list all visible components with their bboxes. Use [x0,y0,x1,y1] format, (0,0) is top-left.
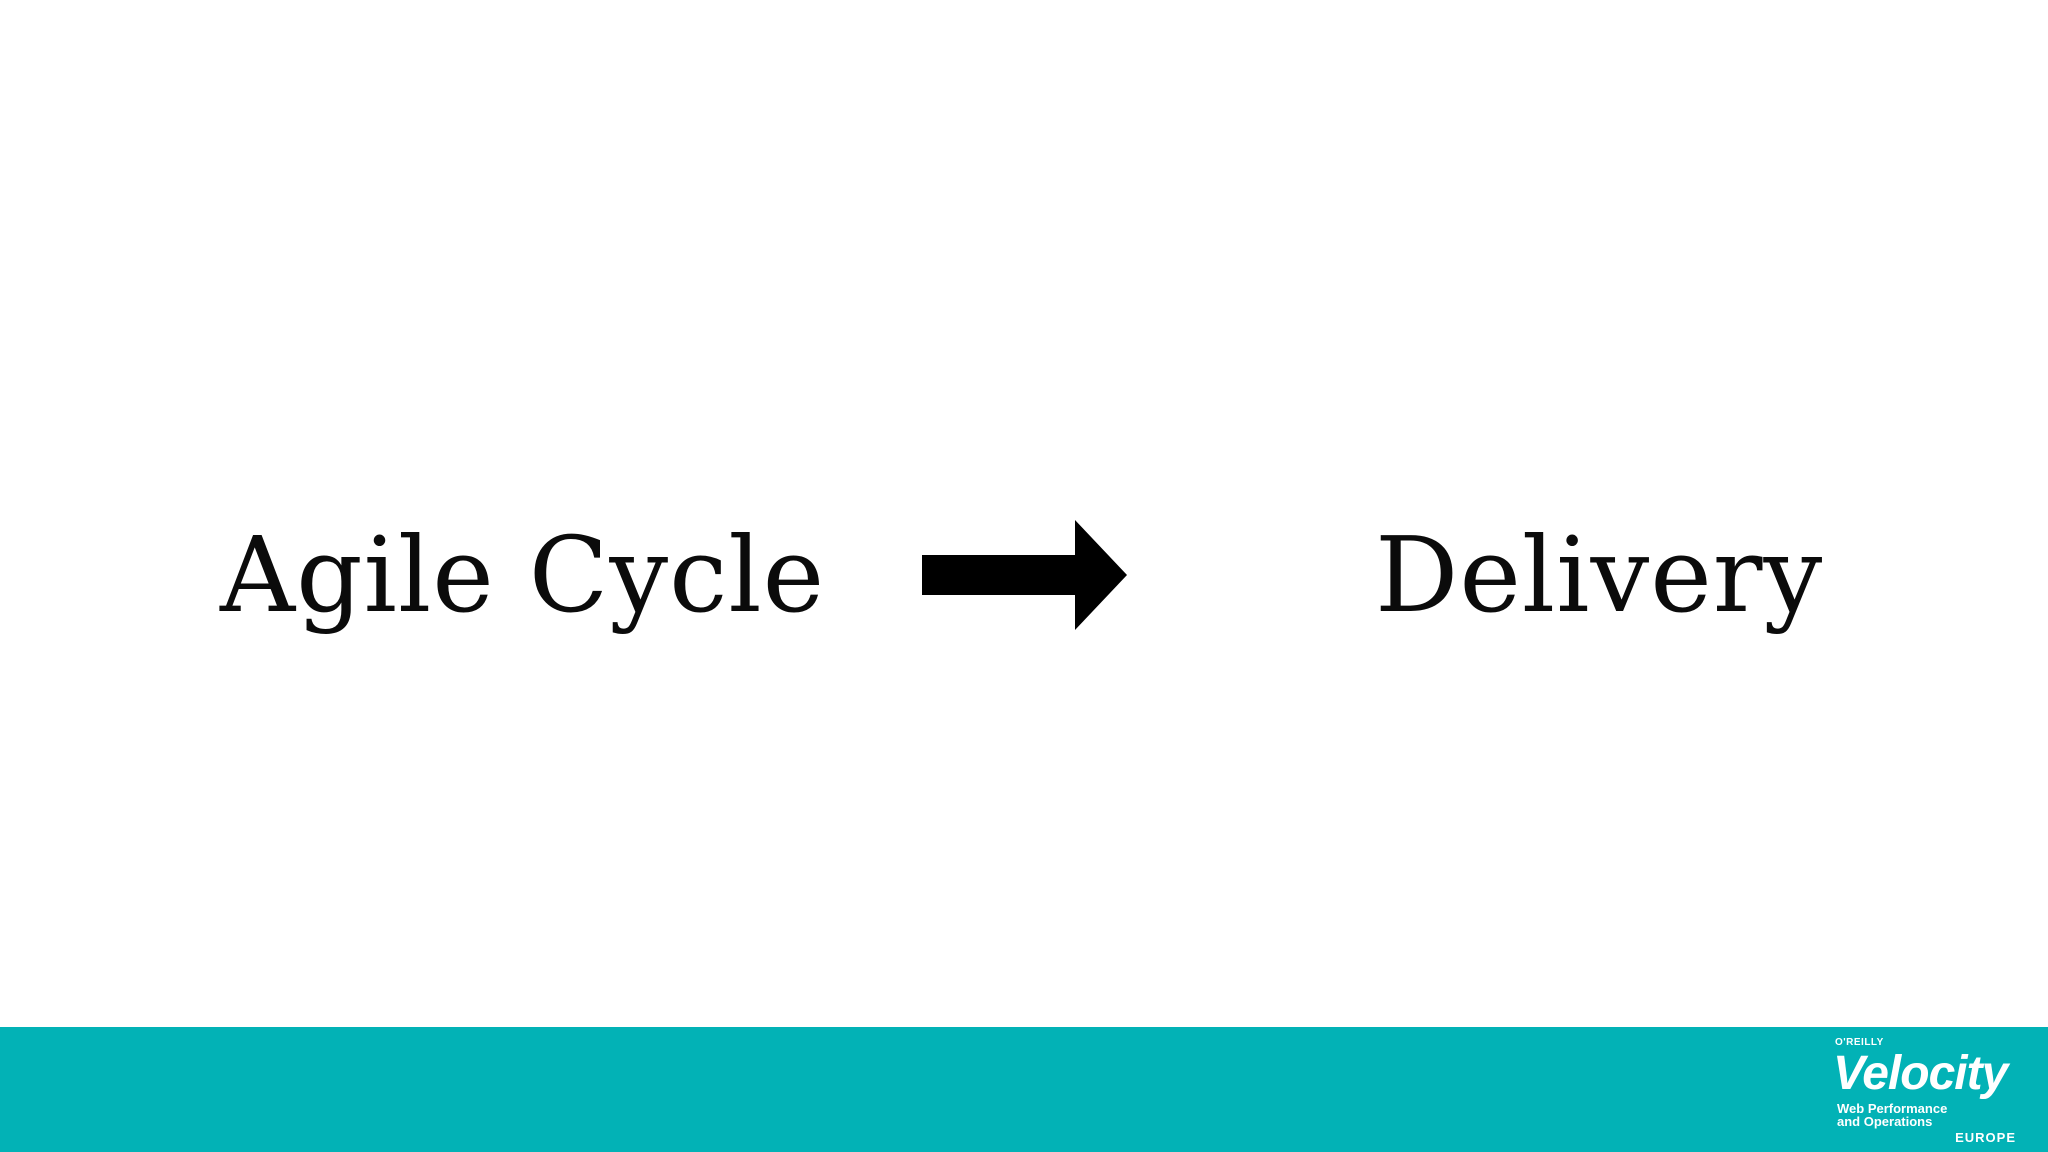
logo-tagline-line-2: and Operations [1837,1114,1933,1129]
velocity-logo: O'REILLY Velocity Web Performance and Op… [1833,1035,2018,1145]
left-phrase: Agile Cycle [220,514,826,636]
brand-wordmark: Velocity [1833,1047,2008,1100]
footer-bar [0,1027,2048,1152]
right-phrase: Delivery [1375,514,1824,636]
logo-tagline-line-1: Web Performance [1837,1101,1948,1116]
right-arrow-icon [922,520,1127,630]
slide-canvas: Agile Cycle Delivery [220,514,1824,636]
region-label: EUROPE [1955,1130,2016,1145]
publisher-label: O'REILLY [1835,1037,1884,1048]
